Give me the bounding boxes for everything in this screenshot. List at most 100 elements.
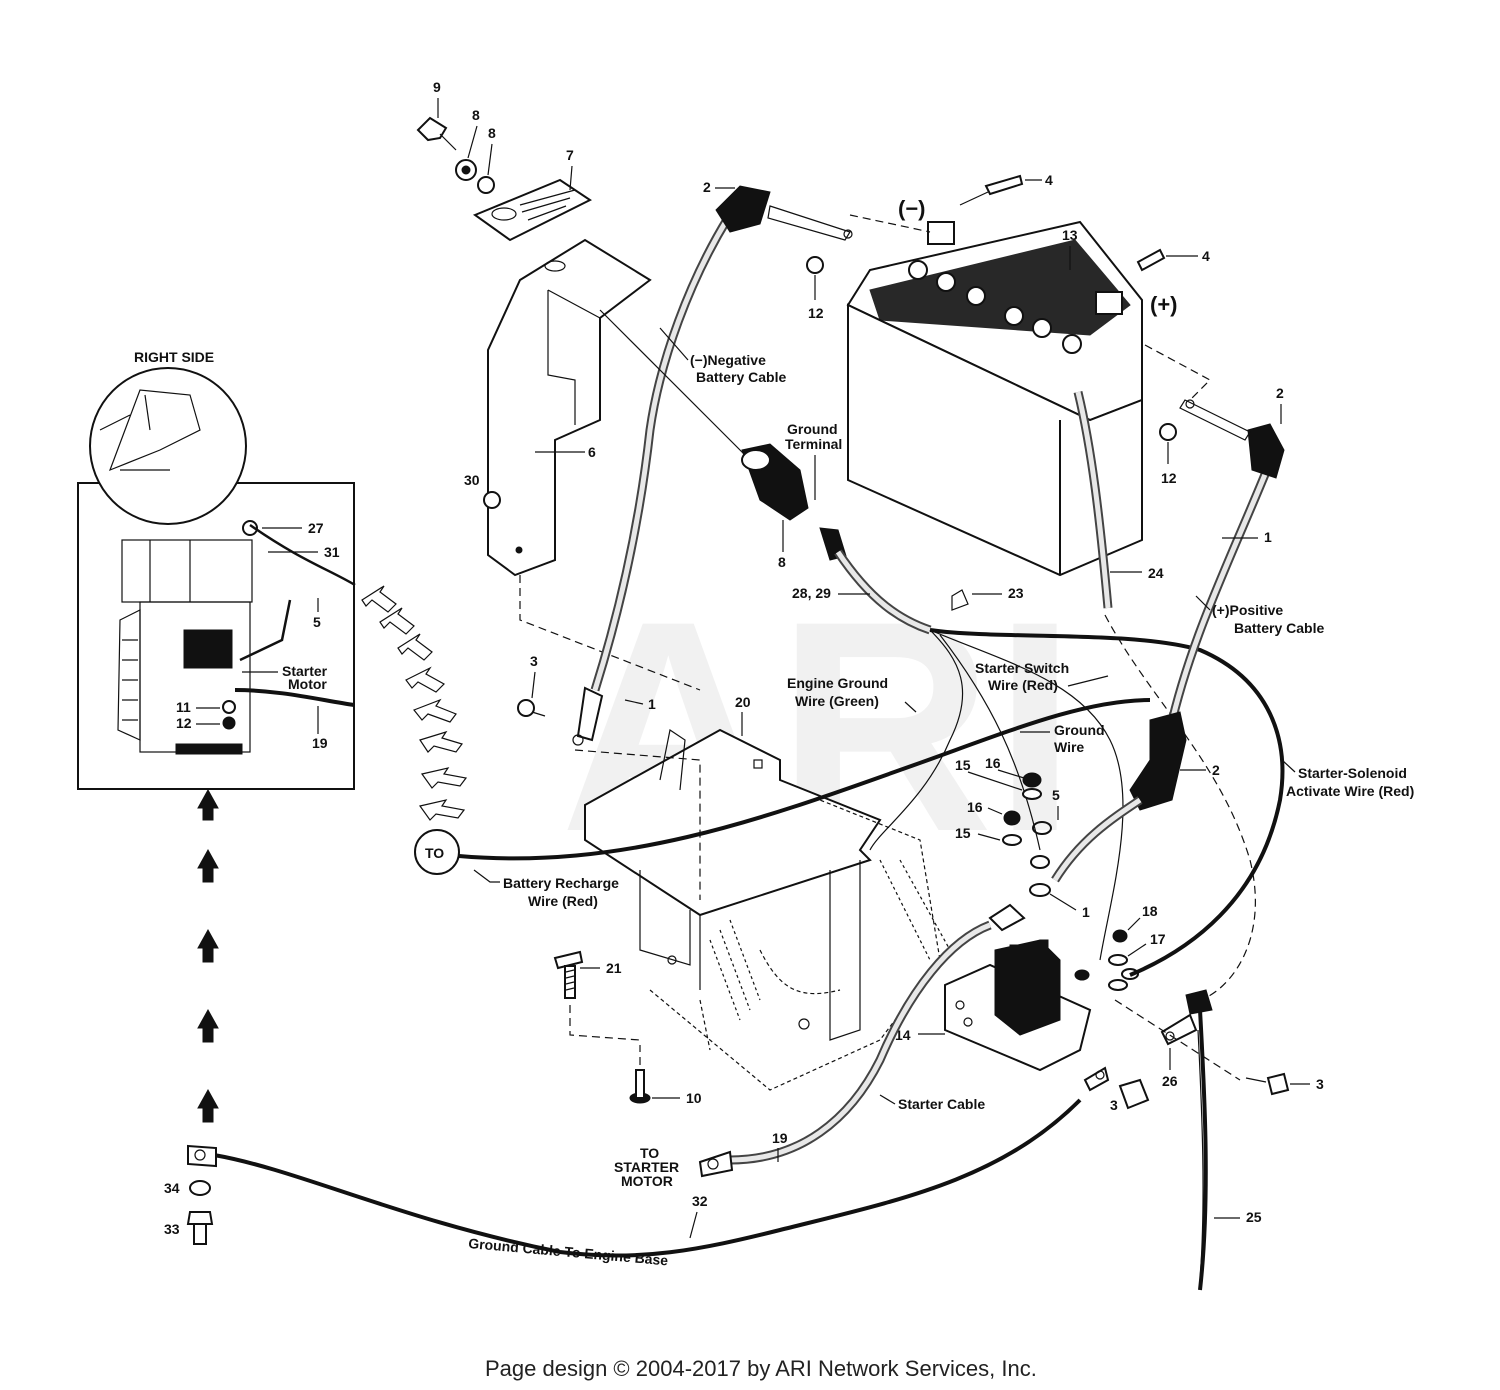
engine-body (139, 601, 251, 753)
inset-wire-31 (249, 523, 356, 587)
recharge-label-1: Battery Recharge (503, 875, 619, 891)
detail-engine-sketch (99, 389, 201, 472)
to-starter-label-1: TO (640, 1145, 659, 1161)
nut-18 (1112, 929, 1128, 943)
callout-20: 20 (735, 694, 751, 710)
plate-20 (584, 728, 882, 917)
engine-ground-label-2: Wire (Green) (795, 693, 879, 709)
positive-terminal (1095, 291, 1123, 315)
battery-case (847, 303, 1143, 577)
washer-15b (1002, 834, 1022, 846)
negative-terminal (927, 221, 955, 245)
nut-12a (806, 256, 824, 274)
callout-16b: 16 (967, 799, 983, 815)
callout-30: 30 (464, 472, 480, 488)
ring-terminal-32 (187, 1144, 217, 1168)
positive-cable-label-1: (+)Positive (1212, 602, 1283, 618)
callout-24: 24 (1148, 565, 1164, 581)
washer-15a (1022, 788, 1042, 800)
nut-12b (1159, 423, 1177, 441)
negative-battery-cable: 2 1 (−)Negative Battery Cable (572, 179, 853, 746)
to-starter-label-3: MOTOR (621, 1173, 673, 1189)
clamp-26 (1160, 1013, 1198, 1046)
bolt-3b (1266, 1072, 1290, 1096)
starter-motor-body (183, 629, 233, 669)
callout-16a: 16 (985, 755, 1001, 771)
callout-8b: 8 (488, 125, 496, 141)
positive-symbol: (+) (1150, 292, 1178, 317)
callout-14: 14 (895, 1027, 911, 1043)
solenoid-14: 14 15 16 5 16 15 1 18 17 (895, 755, 1166, 1072)
solenoid-wire-label-1: Starter-Solenoid (1298, 765, 1407, 781)
ignition-key-9 (416, 116, 448, 142)
wiring-harness: 28, 29 23 Starter Switch Wire (Red) Grou… (792, 549, 1414, 1001)
nut-16b (1003, 810, 1021, 826)
outline-arrow-icon (420, 767, 468, 789)
engine-cooling-fins (117, 609, 141, 741)
bolt-3a: 3 (517, 653, 546, 717)
direction-arrows-outline (361, 585, 468, 821)
decal-7 (472, 178, 592, 242)
ignition-switch-8: 8 Ground Terminal (599, 309, 847, 570)
outline-arrow-icon (418, 799, 466, 821)
starter-cable-end (698, 1150, 734, 1178)
cable-25-line (1198, 1009, 1208, 1291)
outline-arrow-icon (397, 633, 433, 661)
bolt-33 (186, 1211, 214, 1225)
starter-switch-label-2: Wire (Red) (988, 677, 1058, 693)
bolts-lower: 21 10 (553, 950, 702, 1106)
callout-19-inset: 19 (312, 735, 328, 751)
engine-ground-label-1: Engine Ground (787, 675, 888, 691)
callout-12b: 12 (1161, 470, 1177, 486)
cable-32-line (213, 1098, 1082, 1258)
up-arrow-icon (197, 788, 219, 821)
ground-terminal-label-1: Ground (787, 421, 838, 437)
direction-arrows-vertical (197, 788, 219, 1123)
ring-terminal-27 (242, 520, 258, 536)
negative-cable-label-1: (−)Negative (690, 352, 766, 368)
nut-12 (222, 716, 236, 730)
bolt-21 (553, 950, 584, 970)
up-arrow-icon (197, 928, 219, 963)
callout-31: 31 (324, 544, 340, 560)
callout-5a: 5 (1052, 787, 1060, 803)
bolt-3c (1118, 1078, 1150, 1110)
callout-1c: 1 (1082, 904, 1090, 920)
bolt-10 (635, 1069, 645, 1099)
callout-13: 13 (1062, 227, 1078, 243)
callout-32: 32 (692, 1193, 708, 1209)
outline-arrow-icon (419, 730, 463, 753)
callout-2c: 2 (1212, 762, 1220, 778)
callout-2b: 2 (1276, 385, 1284, 401)
callout-33: 33 (164, 1221, 180, 1237)
callout-3a: 3 (530, 653, 538, 669)
ground-terminal-label-2: Terminal (785, 436, 842, 452)
battery-13: (−) (+) 13 4 4 12 12 (806, 172, 1211, 577)
up-arrow-icon (197, 1088, 219, 1123)
ground-cable-label: Ground Cable To Engine Base (468, 1235, 669, 1268)
positive-battery-cable: 2 1 (+)Positive Battery Cable 24 2 (1051, 385, 1324, 883)
washer-8 (477, 176, 495, 194)
callout-1a: 1 (1264, 529, 1272, 545)
cable-end-neg (576, 686, 604, 742)
callout-8c: 8 (778, 554, 786, 570)
callout-5-inset: 5 (313, 614, 321, 630)
up-arrow-icon (197, 848, 219, 883)
callout-21: 21 (606, 960, 622, 976)
nut-30 (483, 491, 501, 509)
callout-28-29: 28, 29 (792, 585, 831, 601)
callout-19a: 19 (772, 1130, 788, 1146)
callout-18: 18 (1142, 903, 1158, 919)
bolt-4a (984, 174, 1024, 196)
callout-4b: 4 (1202, 248, 1210, 264)
positive-cable-label-2: Battery Cable (1234, 620, 1324, 636)
ring-terminal-1 (1029, 883, 1051, 897)
washer-11 (222, 700, 236, 714)
up-arrow-icon (197, 1008, 219, 1043)
callout-6: 6 (588, 444, 596, 460)
solenoid-wire-label-2: Activate Wire (Red) (1286, 783, 1414, 799)
callout-10: 10 (686, 1090, 702, 1106)
dash-bracket-6: 6 30 (464, 238, 701, 691)
